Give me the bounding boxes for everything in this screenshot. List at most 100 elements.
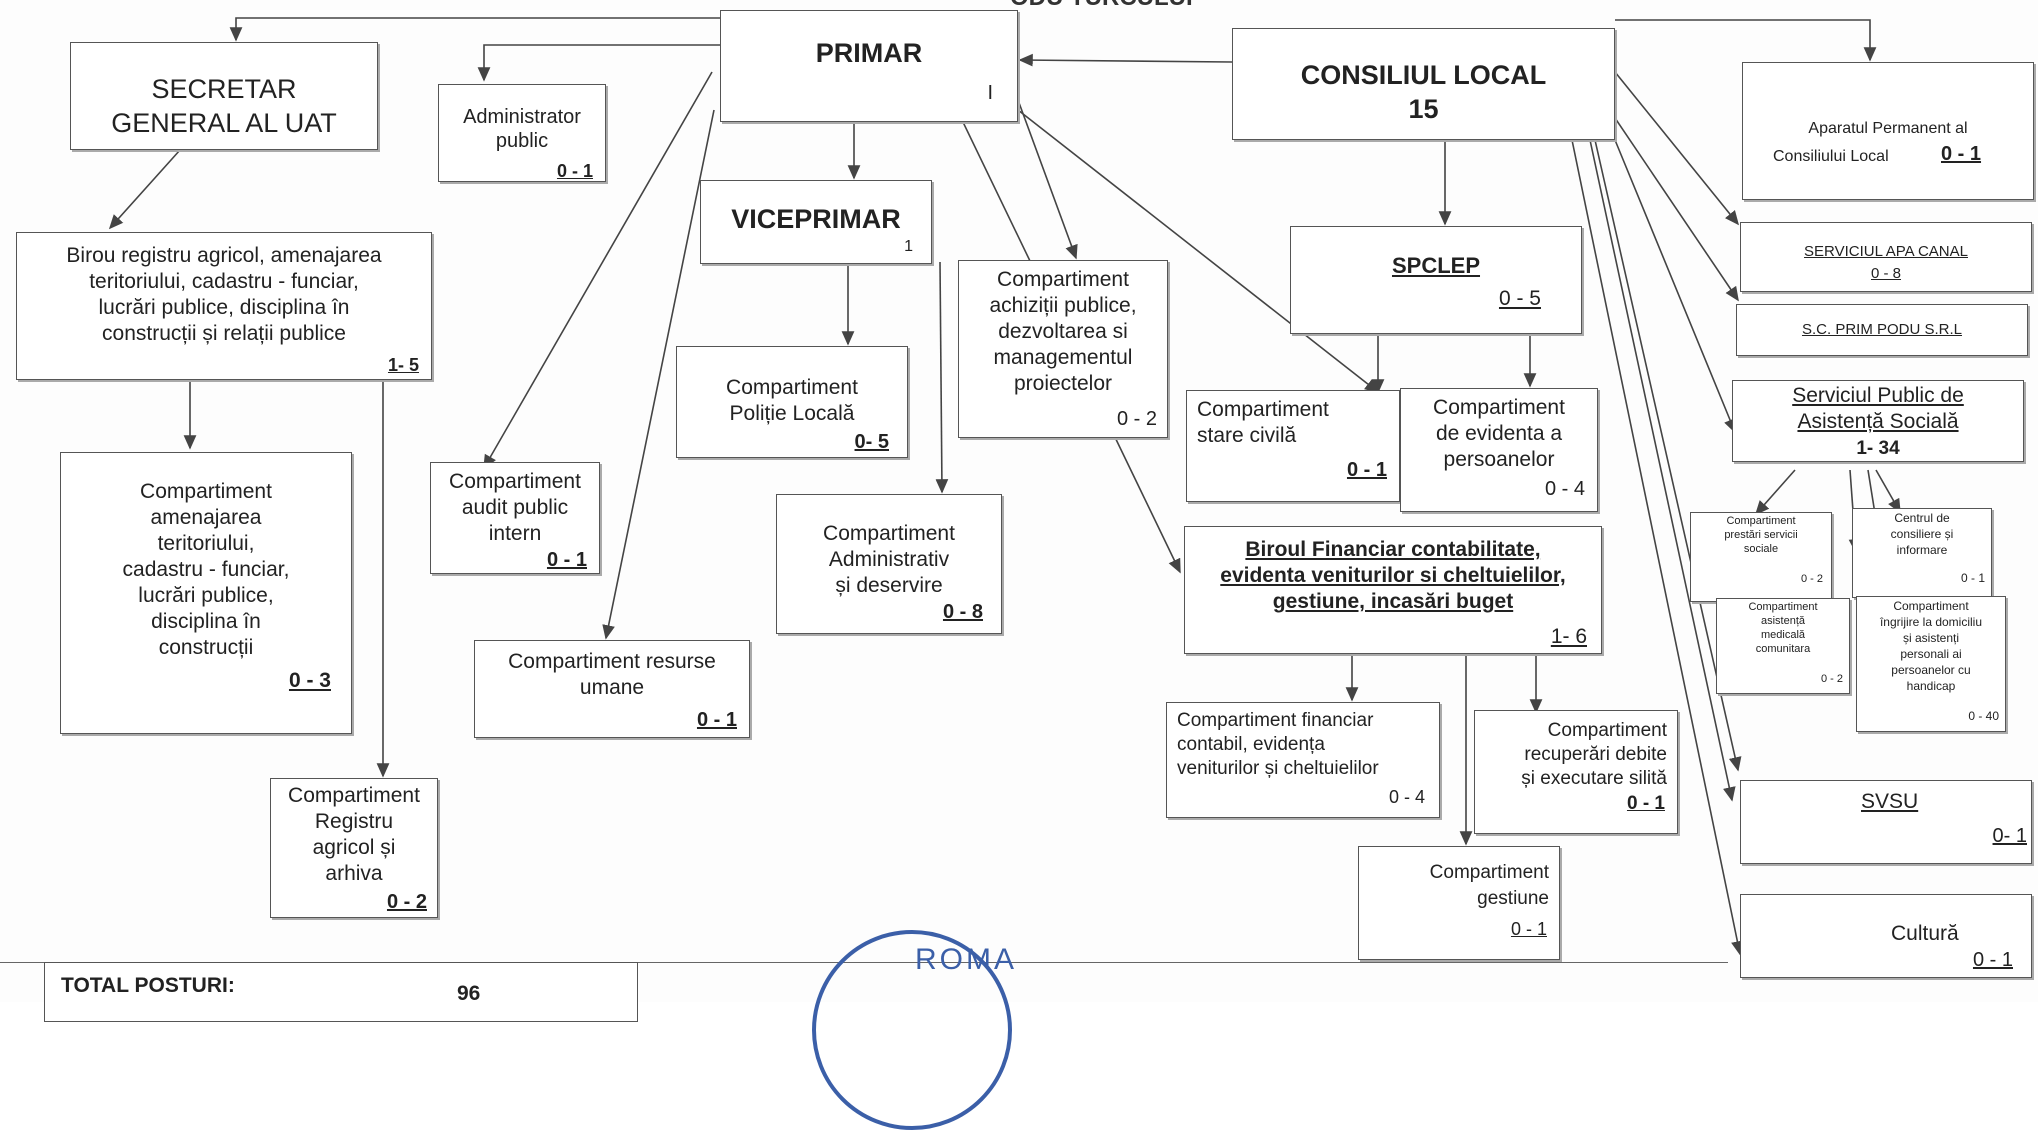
spclep-box: SPCLEP 0 - 5 xyxy=(1290,226,1582,334)
birou-financiar-line1: Biroul Financiar contabilitate, xyxy=(1245,538,1541,561)
birou-registru-line4: construcții și relații publice xyxy=(102,322,346,345)
comp-stare-civila-line1: Compartiment xyxy=(1197,398,1329,421)
comp-registru-agricol-box: Compartiment Registru agricol și arhiva … xyxy=(270,778,438,918)
comp-audit-line2: audit public xyxy=(461,496,569,519)
comp-gestiune-count: 0 - 1 xyxy=(1510,919,1547,939)
serviciul-asistenta-sociala-box: Serviciul Public de Asistență Socială 1-… xyxy=(1732,380,2024,462)
comp-prestari-count: 0 - 2 xyxy=(1800,573,1823,585)
svsu-box: SVSU 0- 1 xyxy=(1740,780,2032,864)
comp-medicala-line3: medicală xyxy=(1760,629,1806,641)
comp-registru-line1: Compartiment xyxy=(288,784,420,807)
centrul-count: 0 - 1 xyxy=(1960,571,1985,585)
comp-achizitii-line1: Compartiment xyxy=(997,268,1129,291)
comp-administrativ-box: Compartiment Administrativ și deservire … xyxy=(776,494,1002,634)
comp-politie-line1: Compartiment xyxy=(726,376,858,399)
administrator-public-box: Administrator public 0 - 1 xyxy=(438,84,606,182)
aparatul-line2: Consiliului Local xyxy=(1773,148,1889,165)
comp-recuperari-debite-box: Compartiment recuperări debite și execut… xyxy=(1474,710,1678,834)
comp-financiar-contabil-box: Compartiment financiar contabil, evidenț… xyxy=(1166,702,1440,818)
comp-achizitii-line5: proiectelor xyxy=(1013,372,1113,395)
comp-recuperari-line3: și executare silită xyxy=(1521,768,1667,789)
aparatul-line1: Aparatul Permanent al xyxy=(1808,120,1968,137)
consiliul-local-box: CONSILIUL LOCAL 15 xyxy=(1232,28,1615,140)
comp-stare-civila-box: Compartiment stare civilă 0 - 1 xyxy=(1186,390,1400,502)
cultura-count: 0 - 1 xyxy=(1972,949,2013,971)
comp-amenajarea-line3: teritoriului, xyxy=(157,532,255,555)
comp-amenajarea-box: Compartiment amenajarea teritoriului, ca… xyxy=(60,452,352,734)
primar-title: PRIMAR xyxy=(815,38,923,68)
comp-amenajarea-count: 0 - 3 xyxy=(288,669,331,692)
comp-politie-count: 0- 5 xyxy=(854,431,889,453)
comp-politie-locala-box: Compartiment Poliție Locală 0- 5 xyxy=(676,346,908,458)
comp-prestari-line3: sociale xyxy=(1743,543,1779,555)
aparatul-count: 0 - 1 xyxy=(1941,143,1982,165)
comp-financiar-line1: Compartiment financiar xyxy=(1177,710,1374,731)
viceprimar-count: 1 xyxy=(904,238,913,255)
administrator-line2: public xyxy=(495,130,549,152)
asistenta-count: 1- 34 xyxy=(1856,438,1900,459)
seal-text: ROMA xyxy=(915,943,1017,976)
comp-gestiune-line1: Compartiment xyxy=(1429,862,1549,883)
comp-ingrijire-count: 0 - 40 xyxy=(1968,709,1999,723)
sc-prim-podu-box: S.C. PRIM PODU S.R.L xyxy=(1736,304,2028,356)
comp-administrativ-line1: Compartiment xyxy=(823,522,955,545)
comp-amenajarea-line7: construcții xyxy=(158,636,254,659)
comp-ingrijire-line1: Compartiment xyxy=(1893,599,1969,613)
centrul-line3: informare xyxy=(1896,543,1948,557)
comp-audit-count: 0 - 1 xyxy=(546,549,587,571)
primar-count: I xyxy=(987,82,993,104)
comp-resurse-line2: umane xyxy=(579,676,645,699)
comp-amenajarea-line2: amenajarea xyxy=(150,506,262,529)
comp-recuperari-line2: recuperări debite xyxy=(1524,744,1667,765)
serviciul-apa-canal-box: SERVICIUL APA CANAL 0 - 8 xyxy=(1740,222,2032,292)
comp-medicala-line2: asistență xyxy=(1760,615,1806,627)
comp-ingrijire-line5: persoanelor cu xyxy=(1891,663,1971,677)
comp-amenajarea-line1: Compartiment xyxy=(140,480,272,503)
comp-prestari-servicii-box: Compartiment prestări servicii sociale 0… xyxy=(1690,512,1832,602)
birou-registru-count: 1- 5 xyxy=(387,355,419,375)
birou-financiar-line2: evidenta veniturilor si cheltuielilor, xyxy=(1220,564,1566,587)
comp-audit-public-box: Compartiment audit public intern 0 - 1 xyxy=(430,462,600,574)
comp-registru-line4: arhiva xyxy=(325,862,383,885)
comp-financiar-count: 0 - 4 xyxy=(1388,787,1425,807)
header-fragment: ODU TURCULUI xyxy=(1010,0,1193,12)
viceprimar-title: VICEPRIMAR xyxy=(731,204,901,234)
spclep-count: 0 - 5 xyxy=(1498,287,1541,310)
cultura-title: Cultură xyxy=(1891,922,1959,945)
comp-resurse-umane-box: Compartiment resurse umane 0 - 1 xyxy=(474,640,750,738)
comp-achizitii-line3: dezvoltarea si xyxy=(998,320,1128,343)
comp-politie-line2: Poliție Locală xyxy=(729,402,855,425)
asistenta-line1: Serviciul Public de xyxy=(1792,384,1964,407)
comp-achizitii-line4: managementul xyxy=(993,346,1133,369)
birou-financiar-line3: gestiune, incasări buget xyxy=(1272,590,1514,613)
secretar-general-box: SECRETAR GENERAL AL UAT xyxy=(70,42,378,150)
comp-gestiune-box: Compartiment gestiune 0 - 1 xyxy=(1358,846,1560,960)
apa-canal-count: 0 - 8 xyxy=(1870,265,1901,282)
comp-audit-line1: Compartiment xyxy=(449,470,581,493)
comp-administrativ-count: 0 - 8 xyxy=(942,601,983,623)
consiliul-count: 15 xyxy=(1408,94,1439,124)
comp-prestari-line1: Compartiment xyxy=(1726,515,1796,527)
secretar-line2: GENERAL AL UAT xyxy=(111,108,337,138)
administrator-line1: Administrator xyxy=(463,106,581,128)
comp-ingrijire-line2: îngrijire la domiciliu xyxy=(1879,615,1983,629)
comp-stare-civila-count: 0 - 1 xyxy=(1346,459,1387,481)
comp-ingrijire-line3: și asistenți xyxy=(1902,631,1960,645)
comp-recuperari-line1: Compartiment xyxy=(1547,720,1667,741)
svsu-count: 0- 1 xyxy=(1992,825,2027,847)
comp-prestari-line2: prestări servicii xyxy=(1724,529,1798,541)
comp-asistenta-medicala-box: Compartiment asistență medicală comunita… xyxy=(1716,598,1850,694)
total-posturi-box: TOTAL POSTURI: 96 xyxy=(44,962,638,1022)
total-label: TOTAL POSTURI: xyxy=(61,974,235,997)
birou-financiar-box: Biroul Financiar contabilitate, evidenta… xyxy=(1184,526,1602,654)
svsu-title: SVSU xyxy=(1861,790,1919,813)
comp-medicala-count: 0 - 2 xyxy=(1820,673,1843,685)
aparatul-permanent-box: Aparatul Permanent al Consiliului Local … xyxy=(1742,62,2034,200)
comp-recuperari-count: 0 - 1 xyxy=(1626,793,1665,814)
birou-registru-line3: lucrări publice, disciplina în xyxy=(98,296,350,319)
comp-administrativ-line3: și deservire xyxy=(835,574,943,597)
comp-amenajarea-line4: cadastru - funciar, xyxy=(122,558,290,581)
spclep-title: SPCLEP xyxy=(1391,253,1481,278)
administrator-count: 0 - 1 xyxy=(556,161,593,181)
centrul-consiliere-box: Centrul de consiliere și informare 0 - 1 xyxy=(1852,508,1992,598)
